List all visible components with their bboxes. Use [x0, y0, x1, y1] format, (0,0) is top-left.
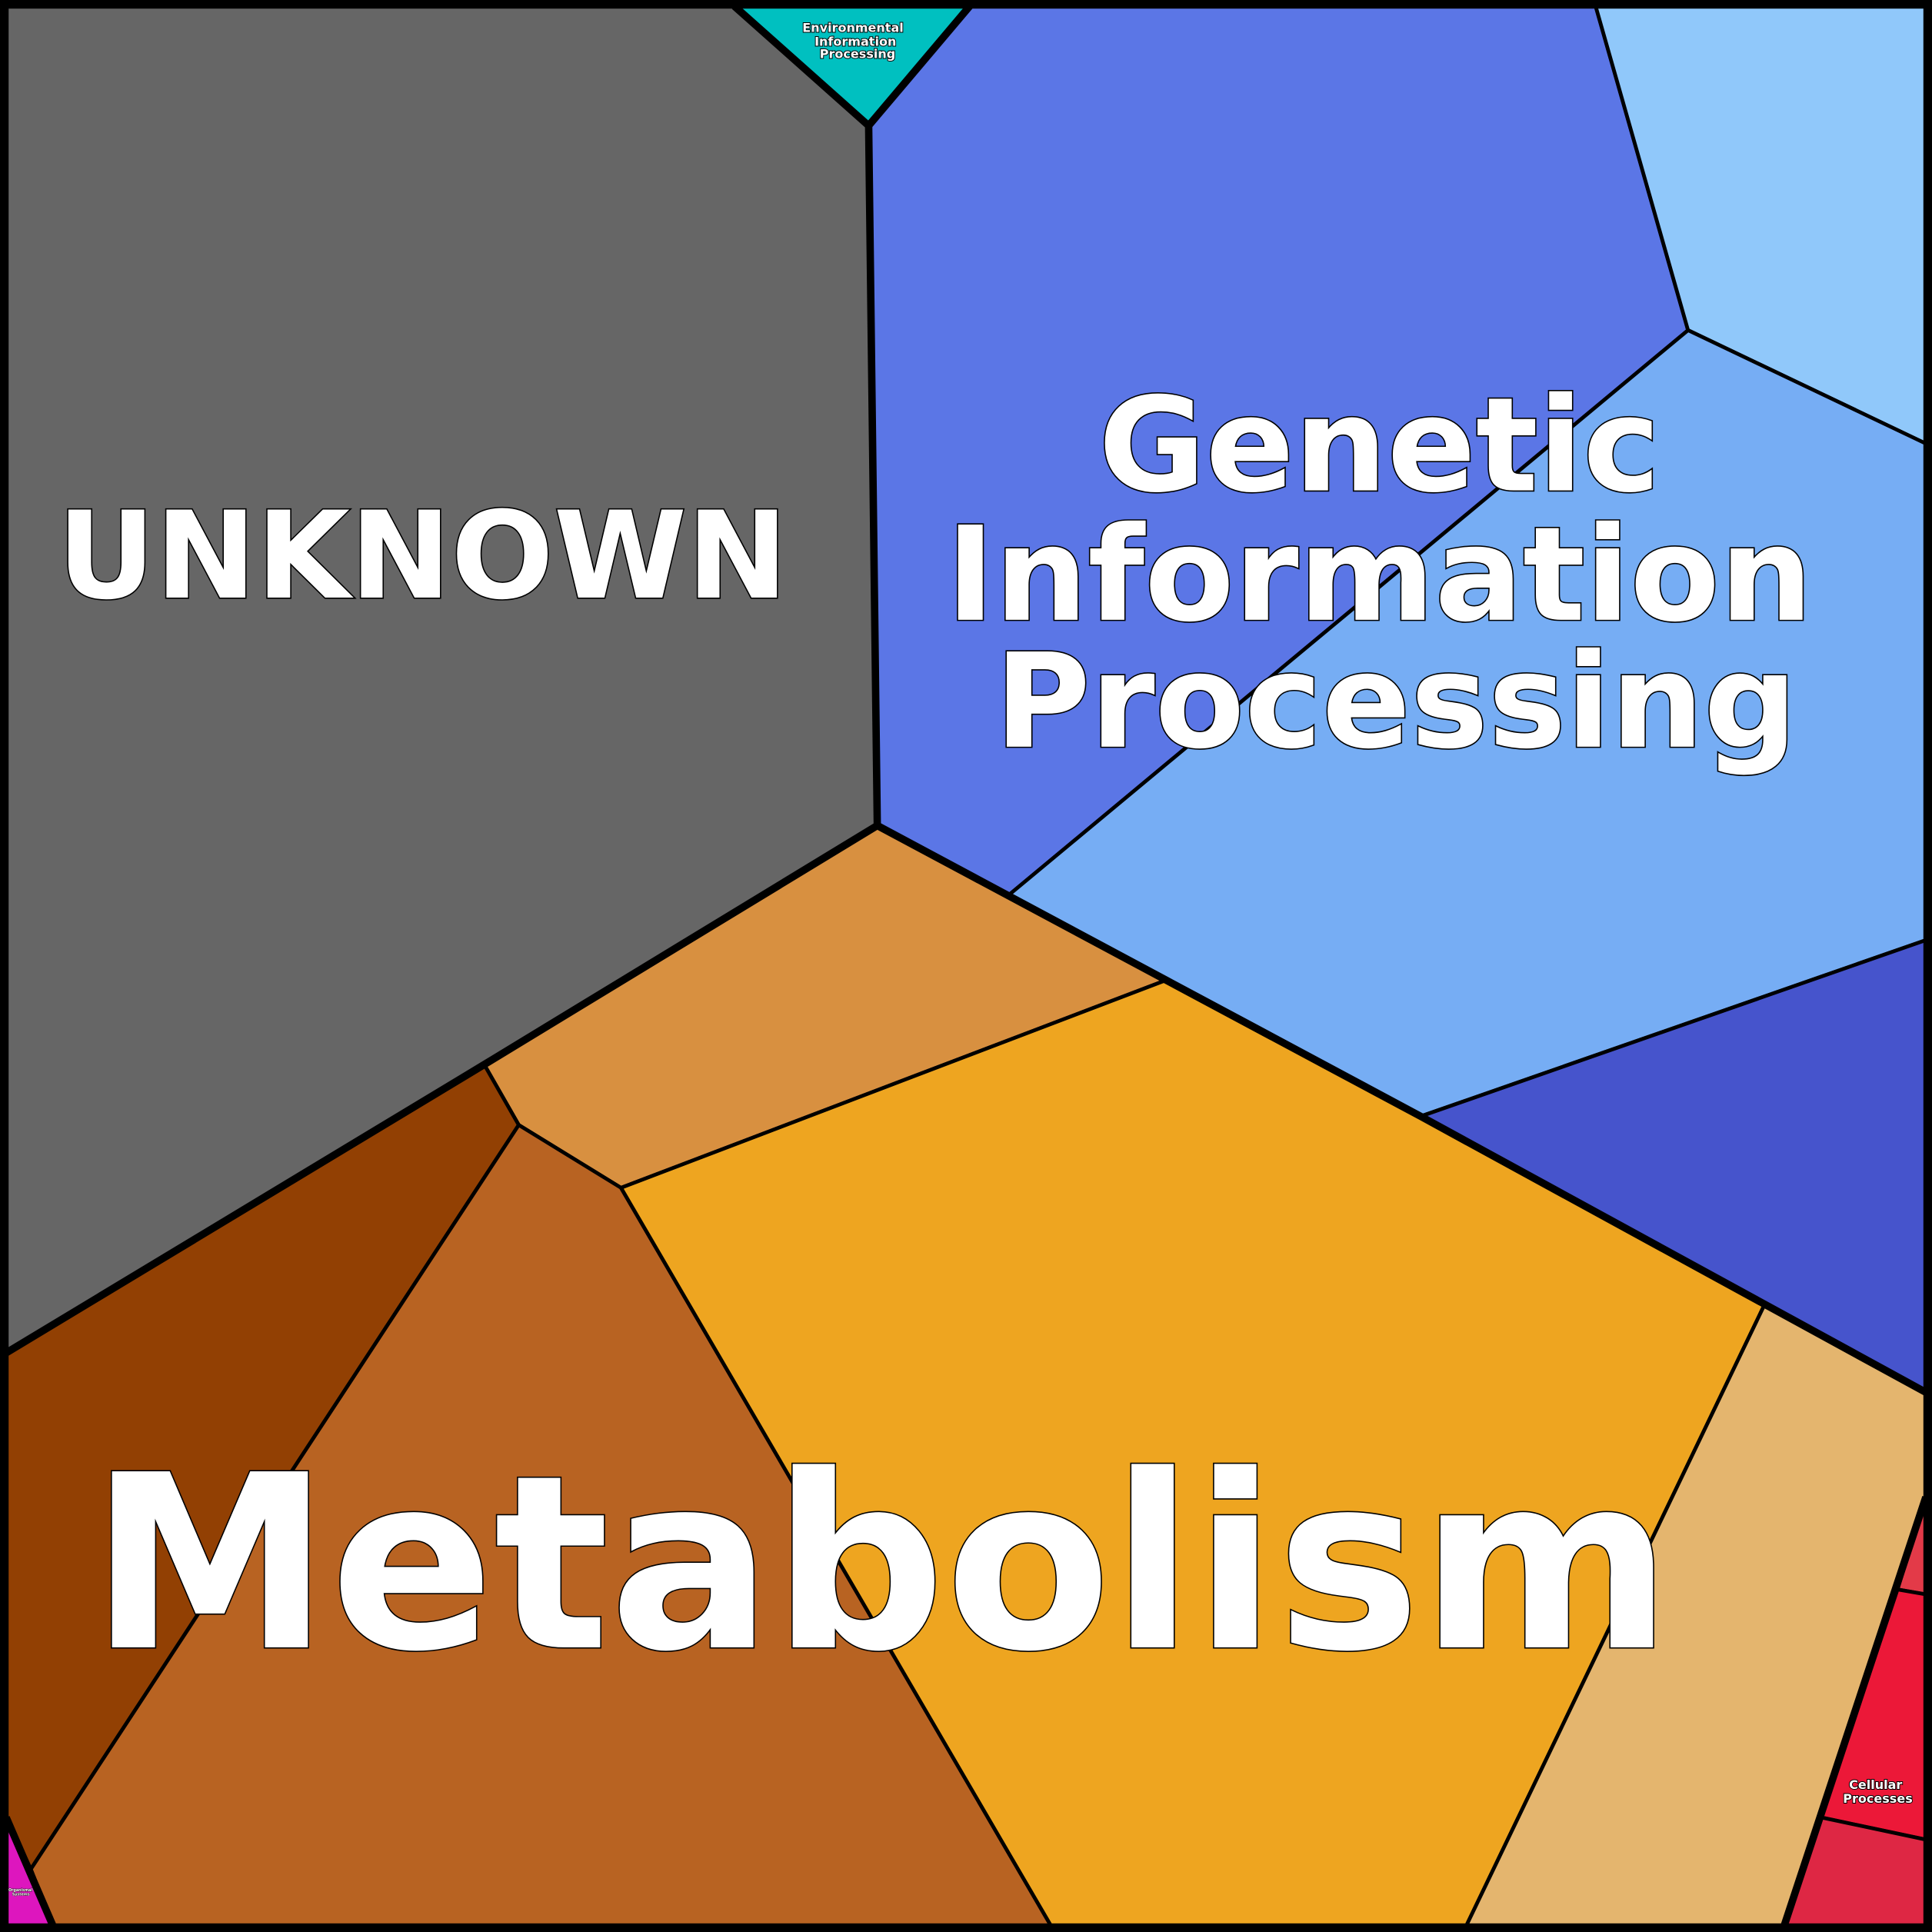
- label-unknown: UNKNOWN: [58, 486, 788, 627]
- label-environmental: Environmental Information Processing: [802, 21, 908, 62]
- label-genetic-line: Genetic: [1098, 370, 1661, 522]
- label-environmental-line: Environmental: [802, 21, 903, 35]
- label-organismal-line: Systems: [12, 1893, 30, 1897]
- label-environmental-line: Processing: [820, 46, 895, 61]
- label-cellular-line: Processes: [1843, 1791, 1912, 1806]
- label-cellular: Cellular Processes: [1843, 1777, 1912, 1806]
- label-organismal-line: Organismal: [8, 1888, 32, 1893]
- label-genetic-line: Processing: [994, 626, 1797, 778]
- label-cellular-line: Cellular: [1849, 1777, 1902, 1792]
- label-genetic-line: Information: [946, 499, 1813, 651]
- label-organismal: Organismal Systems: [8, 1888, 34, 1897]
- label-environmental-line: Information: [814, 34, 896, 48]
- label-metabolism: Metabolism: [90, 1424, 1672, 1705]
- label-genetic: Genetic Information Processing: [946, 370, 1858, 778]
